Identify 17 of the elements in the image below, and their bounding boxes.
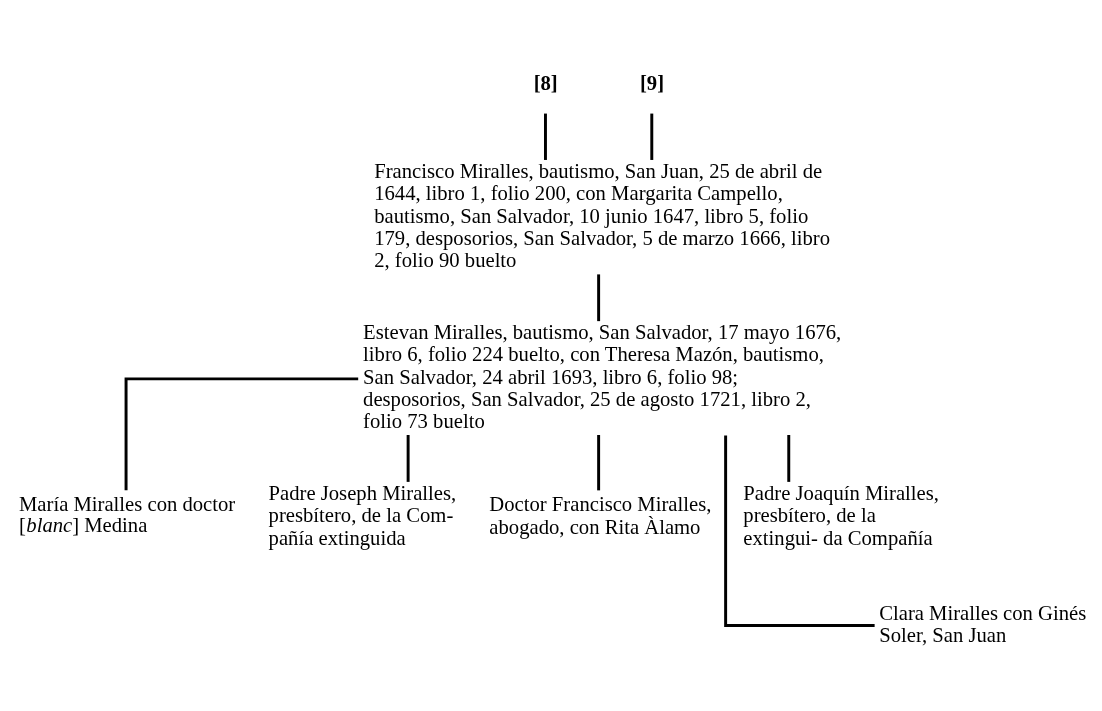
connector — [124, 376, 359, 490]
node-text: Francisco Miralles, bautismo, San Juan, 25 de abril de 1644, libro 1, folio 200, con Margarita Campello, bautismo, San Salvador, 10 junio 1647, libro 5, folio 179, desposorios, San Salvador, 5 de marzo 1666, libro 2, folio 90 buelto — [374, 159, 830, 271]
node-text: Doctor Francisco Miralles, abogado, con Rita Àlamo — [489, 492, 712, 538]
node-text: Padre Joseph Miralles, presbítero, de la Com- pañía extinguida — [268, 481, 457, 549]
connector — [650, 113, 654, 160]
node-text: Estevan Miralles, bautismo, San Salvador, 17 mayo 1676, libro 6, folio 224 buelto, con Theresa Mazón, bautismo, San Salvador, 24 abril 1693, libro 6, folio 98; desposorios, San Salvador, 25 de agosto 1721, libro 2, folio 73 buelto — [363, 320, 842, 432]
connector — [597, 273, 601, 321]
node-text: Padre Joaquín Miralles, presbítero, de la extingui- da Compañía — [743, 481, 939, 549]
connector — [787, 434, 791, 482]
connector — [544, 113, 547, 160]
connector — [597, 434, 601, 490]
node-text: [9] — [639, 71, 665, 94]
node-text: [8] — [533, 71, 558, 94]
connector — [724, 435, 875, 627]
connector — [406, 434, 410, 482]
node-text: Clara Miralles con Ginés Soler, San Juan — [879, 601, 1087, 646]
node-text: María Miralles con doctor [blanc] Medina — [18, 492, 236, 536]
